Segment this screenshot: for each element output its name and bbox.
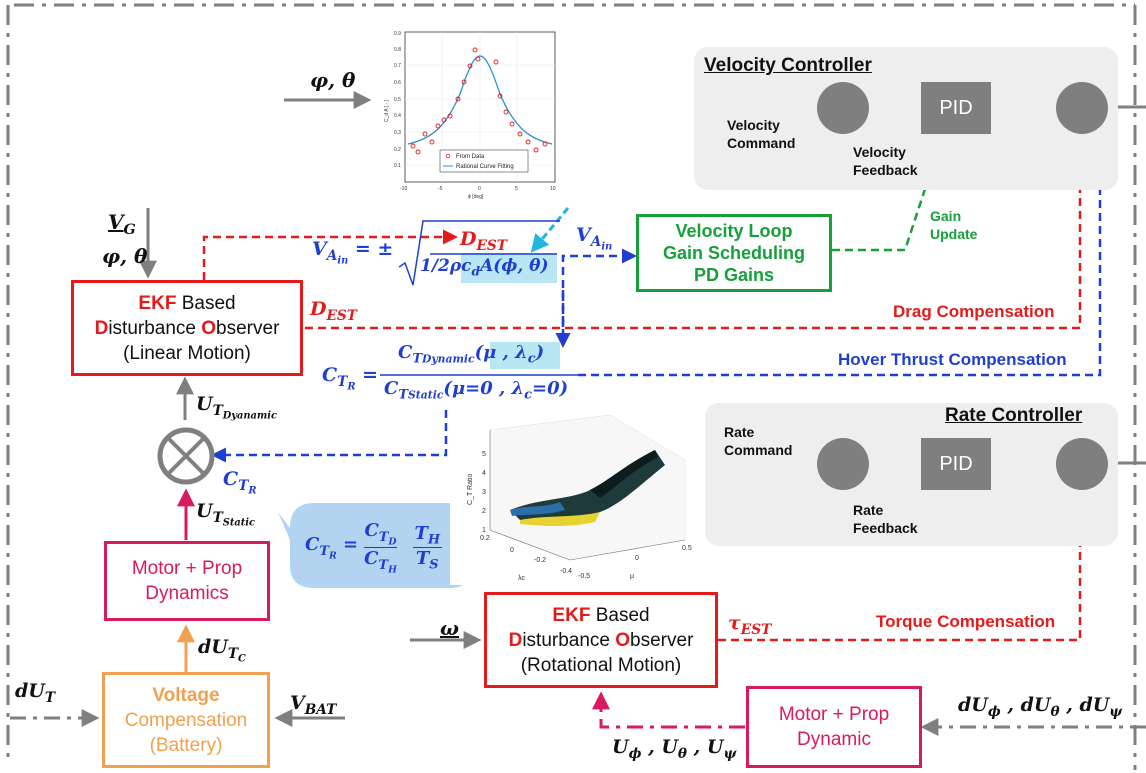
velocity-command-label: Velocity Command (727, 117, 796, 151)
surface-plot-ztick: 4 (482, 470, 486, 477)
torque-compensation-label: Torque Compensation (876, 612, 1056, 631)
v-ain-output-label: VAin (576, 224, 613, 253)
surface-plot-zlabel: C_T Ratio (467, 474, 474, 505)
drag-plot-ytick: 0.7 (394, 63, 401, 69)
ekf-rotational-observer-block: EKF Based Disturbance Observer (Rotation… (484, 592, 718, 688)
phi-theta-left-label: φ, θ (102, 244, 148, 268)
surface-plot-xtick: -0.4 (560, 568, 572, 575)
surface-plot-ztick: 1 (482, 527, 486, 534)
v-ain-formula: VAin = ± (312, 238, 394, 267)
surface-plot-xtick: 0 (510, 547, 514, 554)
c-tr-multiplier-label: CTR (223, 468, 257, 497)
velocity-pid-block: PID (921, 82, 991, 134)
phi-theta-input-label: φ, θ (310, 68, 356, 92)
ekf-linear-observer-block: EKF Based Disturbance Observer (Linear M… (71, 280, 303, 376)
motor-prop-dynamic-block: Motor + Prop Dynamic (746, 686, 922, 768)
surface-plot-ytick: 0 (635, 555, 639, 562)
velocity-controller-panel (694, 47, 1118, 190)
drag-plot-ytick: 0.6 (394, 80, 401, 86)
drag-plot-ylabel: C_d A [ - ] (384, 99, 390, 122)
drag-plot-ytick: 0.4 (394, 113, 401, 119)
hover-thrust-compensation-label: Hover Thrust Compensation (838, 350, 1067, 369)
surface-plot-ztick: 3 (482, 489, 486, 496)
drag-plot-ytick: 0.8 (394, 47, 401, 53)
velocity-output-junction (1056, 82, 1108, 134)
drag-plot-xlabel: ϕ [deg] (468, 194, 484, 200)
drag-plot-xtick: 5 (515, 186, 518, 192)
c-tr-fraction-bar (380, 374, 578, 376)
drag-plot-ytick: 0.2 (394, 147, 401, 153)
tau-est-label: τEST (728, 612, 772, 638)
surface-plot-svg: C_T Ratio 5 4 3 2 1 0.2 0 -0.2 -0.4 λc -… (467, 414, 692, 582)
drag-plot-xtick: -10 (400, 186, 407, 192)
rate-feedback-label: Rate Feedback (853, 502, 918, 536)
motor-prop-dynamics-block: Motor + Prop Dynamics (104, 541, 270, 621)
surface-plot-ztick: 2 (482, 508, 486, 515)
u-angles-label: Uϕ , Uθ , Uψ (612, 736, 737, 762)
drag-plot-xtick: -5 (438, 186, 443, 192)
drag-plot-legend-data: From Data (456, 154, 485, 160)
omega-label: ω (440, 616, 460, 640)
rate-output-junction (1056, 438, 1108, 490)
drag-plot-ytick: 0.3 (394, 130, 401, 136)
voltage-compensation-block: Voltage Compensation (Battery) (102, 672, 270, 768)
du-t-label: dUT (15, 680, 56, 706)
multiplier-junction (157, 427, 215, 485)
drag-plot-xtick: 0 (478, 186, 481, 192)
surface-plot-ylabel: μ (630, 573, 634, 580)
du-tc-label: dUTC (198, 636, 246, 665)
c-tr-denominator: CTStatic(μ=0 , λc=0) (384, 378, 569, 403)
drag-plot-svg: From Data Rational Curve Fitting -10 -5 … (384, 31, 556, 200)
d-est-formula-label: DEST (460, 228, 507, 254)
surface-plot-xtick: -0.2 (534, 557, 546, 564)
gain-update-label: Gain Update (930, 208, 978, 242)
v-ain-denominator: 1/2ρcdA(ϕ, θ) (420, 256, 549, 279)
v-bat-label: VBAT (290, 692, 337, 718)
du-angles-label: dUϕ , dUθ , dUψ (958, 694, 1123, 720)
rate-pid-block: PID (921, 438, 991, 490)
drag-coefficient-plot: From Data Rational Curve Fitting -10 -5 … (380, 24, 560, 200)
d-est-output-label: DEST (310, 298, 357, 324)
rate-controller-title: Rate Controller (945, 405, 1083, 426)
surface-plot-xtick: 0.2 (480, 535, 490, 542)
velocity-controller-title: Velocity Controller (704, 55, 872, 76)
rate-controller-panel (705, 403, 1118, 546)
v-ain-radical (398, 220, 560, 286)
drag-plot-legend-fit: Rational Curve Fitting (456, 164, 514, 170)
vg-label: VG (108, 210, 136, 238)
drag-compensation-label: Drag Compensation (893, 302, 1055, 321)
rate-command-label: Rate Command (724, 424, 793, 458)
surface-plot-xlabel: λc (518, 575, 526, 582)
surface-plot-ytick: -0.5 (578, 573, 590, 580)
velocity-summing-junction (817, 82, 869, 134)
u-t-dynamic-label: UTDyanamic (196, 393, 277, 422)
drag-plot-ytick: 0.9 (394, 31, 401, 37)
surface-plot-ytick: 0.5 (682, 545, 692, 552)
c-tr-numerator: CTDynamic(μ , λc) (398, 342, 545, 367)
drag-plot-ytick: 0.5 (394, 97, 401, 103)
c-tr-callout-formula: CTR = CTD CTH TH TS (305, 520, 442, 576)
velocity-feedback-label: Velocity Feedback (853, 144, 918, 178)
rate-summing-junction (817, 438, 869, 490)
u-t-static-label: UTStatic (196, 500, 256, 529)
surface-plot-ztick: 5 (482, 451, 486, 458)
gain-scheduling-block: Velocity Loop Gain Scheduling PD Gains (636, 214, 832, 292)
c-tr-formula-lhs: CTR = (322, 364, 379, 393)
drag-plot-xtick: 10 (550, 186, 556, 192)
thrust-ratio-surface-plot: C_T Ratio 5 4 3 2 1 0.2 0 -0.2 -0.4 λc -… (450, 410, 695, 585)
drag-plot-ytick: 0.1 (394, 163, 401, 169)
